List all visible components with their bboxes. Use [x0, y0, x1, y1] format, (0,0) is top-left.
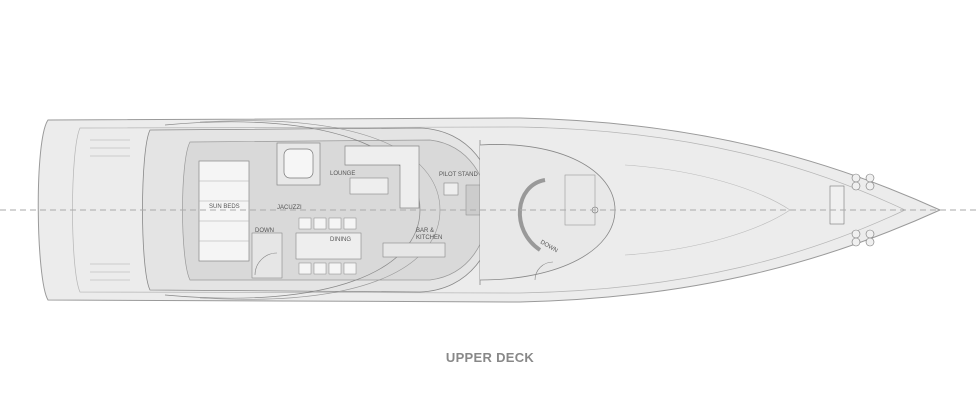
pilot-seat — [443, 182, 459, 196]
label-jacuzzi: JACUZZI — [277, 205, 302, 211]
fwd-stair — [517, 178, 546, 252]
label-down-aft: DOWN — [255, 228, 274, 234]
stern-steps — [90, 139, 130, 281]
hull-inner — [72, 126, 906, 294]
deck-caption: UPPER DECK — [445, 350, 535, 365]
label-sun-beds: SUN BEDS — [209, 204, 240, 210]
lounge-table — [349, 177, 389, 195]
bar-counter — [382, 242, 446, 258]
label-bar-kitchen-2: KITCHEN — [416, 235, 442, 241]
dining-chairs — [298, 217, 357, 275]
label-pilot-stand: PILOT STAND — [439, 172, 478, 178]
label-lounge: LOUNGE — [330, 171, 355, 177]
winches — [829, 173, 875, 247]
label-bar-kitchen-1: BAR & — [416, 228, 434, 234]
lounge-sofa — [344, 145, 420, 209]
dining-table — [295, 232, 362, 260]
sun-beds — [198, 160, 250, 262]
helm-console — [564, 174, 596, 226]
label-dining: DINING — [330, 237, 351, 243]
